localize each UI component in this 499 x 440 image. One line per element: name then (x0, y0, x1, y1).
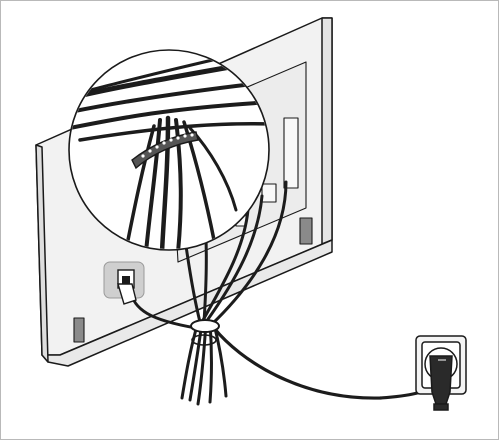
illustration-frame (0, 0, 499, 440)
tv-cable-illustration (0, 0, 499, 440)
